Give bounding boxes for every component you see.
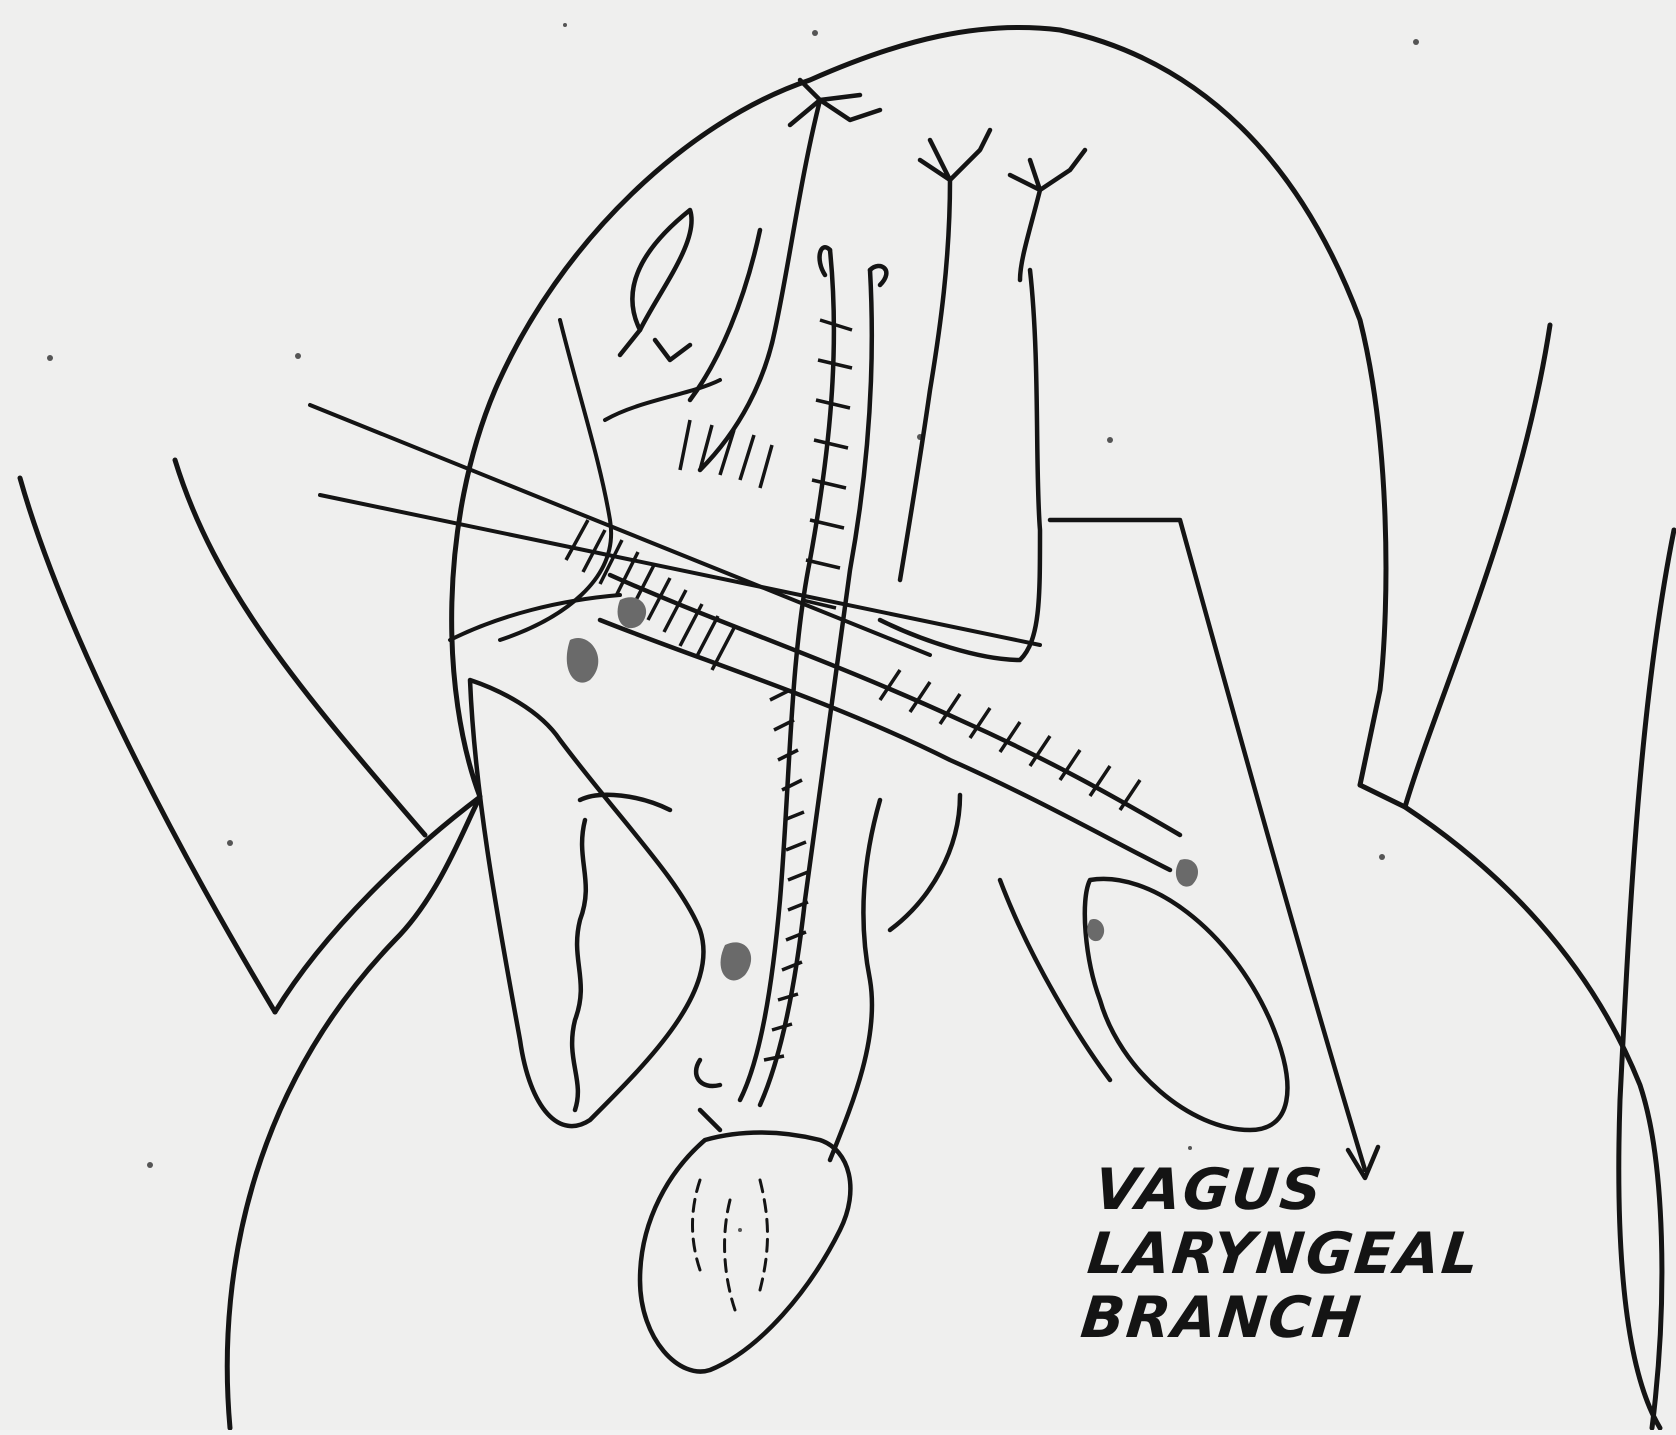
label-line-1: VAGUS [1091, 1158, 1458, 1222]
label-line-3: BRANCH [1078, 1286, 1445, 1350]
left-chest-curve [275, 797, 480, 1012]
right-outer-line [1619, 530, 1674, 1428]
left-inner-neck-line [175, 460, 425, 835]
right-inner-neck-line [1405, 325, 1550, 807]
head-outline [450, 27, 1386, 797]
bottom-gland [640, 1133, 850, 1372]
vagus-laryngeal-branch-label: VAGUS LARYNGEAL BRANCH [1078, 1158, 1458, 1350]
hatching [566, 320, 1140, 1060]
label-line-2: LARYNGEAL [1085, 1222, 1452, 1286]
right-lobe [1085, 879, 1288, 1130]
lower-body-circle [227, 797, 480, 1428]
left-outer-shoulder-line [20, 478, 275, 1012]
crossing-guide-lines [310, 405, 1040, 655]
